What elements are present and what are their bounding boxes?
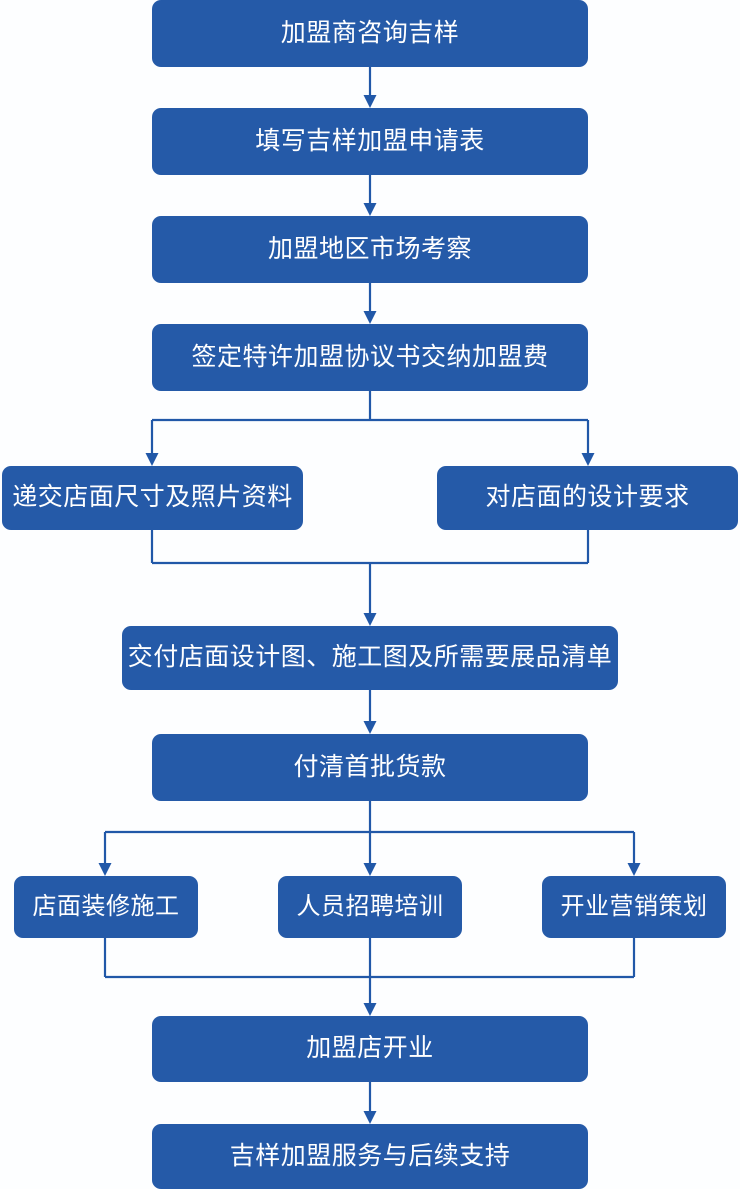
node-step5-right-label: 对店面的设计要求 xyxy=(485,483,690,512)
node-step8-left-label: 店面装修施工 xyxy=(32,892,180,920)
node-step1-label: 加盟商咨询吉样 xyxy=(280,18,460,47)
node-step9-label: 加盟店开业 xyxy=(306,1034,434,1063)
node-step10-label: 吉样加盟服务与后续支持 xyxy=(229,1141,511,1170)
node-step5-right[interactable]: 对店面的设计要求 xyxy=(437,466,738,530)
node-step7[interactable]: 付清首批货款 xyxy=(152,734,588,801)
connector-step2-step3 xyxy=(363,175,377,216)
node-step6[interactable]: 交付店面设计图、施工图及所需要展品清单 xyxy=(122,626,618,690)
node-step9[interactable]: 加盟店开业 xyxy=(152,1016,588,1082)
node-step2-label: 填写吉样加盟申请表 xyxy=(255,126,485,155)
connector-split-merge-step6 xyxy=(150,530,590,626)
connector-step6-step7 xyxy=(363,690,377,734)
connector-step9-step10 xyxy=(363,1082,377,1124)
node-step8-center[interactable]: 人员招聘培训 xyxy=(278,876,462,938)
node-step8-left[interactable]: 店面装修施工 xyxy=(14,876,198,938)
node-step8-center-label: 人员招聘培训 xyxy=(296,892,444,920)
node-step10[interactable]: 吉样加盟服务与后续支持 xyxy=(152,1124,588,1189)
node-step5-left[interactable]: 递交店面尺寸及照片资料 xyxy=(2,466,303,530)
connector-step7-split xyxy=(98,801,641,876)
node-step8-right-label: 开业营销策划 xyxy=(560,892,708,920)
connector-split-merge-step9 xyxy=(103,938,636,1016)
connector-step4-split xyxy=(145,391,595,466)
node-step4[interactable]: 签定特许加盟协议书交纳加盟费 xyxy=(152,324,588,391)
node-step6-label: 交付店面设计图、施工图及所需要展品清单 xyxy=(127,643,613,672)
connector-step1-step2 xyxy=(363,67,377,108)
node-step7-label: 付清首批货款 xyxy=(293,752,447,781)
node-step1[interactable]: 加盟商咨询吉样 xyxy=(152,0,588,67)
connector-step3-step4 xyxy=(363,283,377,324)
node-step4-label: 签定特许加盟协议书交纳加盟费 xyxy=(191,342,549,371)
node-step3[interactable]: 加盟地区市场考察 xyxy=(152,216,588,283)
node-step3-label: 加盟地区市场考察 xyxy=(267,234,472,263)
node-step2[interactable]: 填写吉样加盟申请表 xyxy=(152,108,588,175)
node-step8-right[interactable]: 开业营销策划 xyxy=(542,876,726,938)
node-step5-left-label: 递交店面尺寸及照片资料 xyxy=(12,483,293,512)
